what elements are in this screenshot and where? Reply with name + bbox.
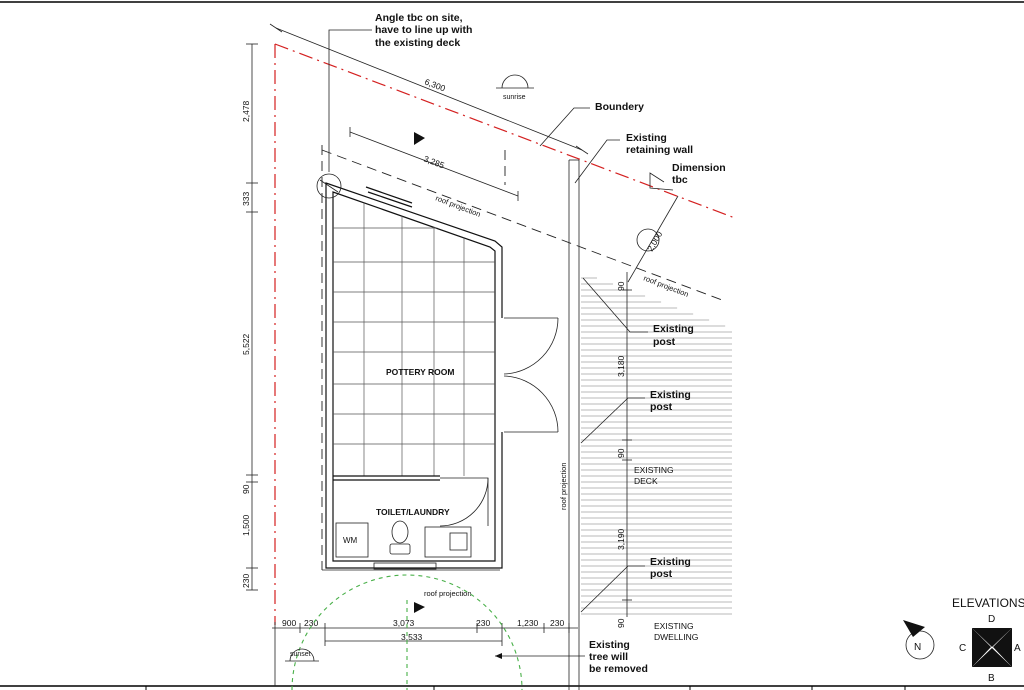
svg-text:230: 230 <box>550 618 564 628</box>
svg-text:tree will: tree will <box>589 651 628 663</box>
svg-text:Existing: Existing <box>650 389 691 401</box>
annotation-leaders <box>328 29 648 659</box>
svg-text:90: 90 <box>241 484 251 494</box>
svg-text:3,180: 3,180 <box>616 355 626 377</box>
svg-text:3,073: 3,073 <box>393 618 415 628</box>
svg-text:90: 90 <box>616 281 626 291</box>
elevations-key: ELEVATIONS D C A B <box>952 596 1024 684</box>
svg-text:Existing: Existing <box>650 556 691 568</box>
svg-text:333: 333 <box>241 192 251 206</box>
dimension-2000: 2,000 <box>627 172 679 283</box>
existing-post-note: Existing post <box>653 323 694 348</box>
doors <box>496 317 559 433</box>
svg-text:post: post <box>650 401 673 413</box>
washing-machine <box>335 522 369 558</box>
svg-text:Angle tbc on site,: Angle tbc on site, <box>375 12 463 24</box>
toilet-icon <box>391 520 409 544</box>
north-arrow-icon: N <box>903 620 935 660</box>
svg-text:B: B <box>988 673 995 684</box>
roof-projection-label: roof projection <box>434 193 482 218</box>
svg-text:Existing: Existing <box>589 639 630 651</box>
svg-text:C: C <box>959 643 966 654</box>
dimension-label: 2,000 <box>645 229 664 253</box>
existing-deck-label: EXISTING <box>634 465 674 475</box>
svg-text:A: A <box>1014 643 1021 654</box>
angle-note: Angle tbc on site, have to line up with … <box>375 12 472 49</box>
toilet-laundry-room: WM TOILET/LAUNDRY <box>333 475 489 558</box>
tree-removal-note: Existing tree will be removed <box>589 639 648 675</box>
svg-text:5,522: 5,522 <box>241 333 251 355</box>
section-marker <box>414 132 425 145</box>
elevations-title: ELEVATIONS <box>952 596 1024 610</box>
svg-text:sunset: sunset <box>290 651 311 658</box>
sunrise-symbol: sunrise <box>496 74 534 101</box>
existing-post-note: Existing post <box>650 556 691 580</box>
dimension-tbc-note: Dimension tbc <box>672 162 726 186</box>
section-marker <box>414 602 425 613</box>
sunset-symbol: sunset <box>285 648 319 662</box>
dimension-label: 3,285 <box>422 154 446 171</box>
left-dimension-chain: 2,478 333 5,522 90 1,500 230 <box>241 43 258 591</box>
floor-tiles <box>333 202 495 476</box>
retaining-wall-note: Existing retaining wall <box>626 132 693 156</box>
svg-text:the existing deck: the existing deck <box>375 37 460 49</box>
pottery-room-label: POTTERY ROOM <box>386 367 454 377</box>
svg-text:be removed: be removed <box>589 663 648 675</box>
svg-text:3,533: 3,533 <box>401 632 423 642</box>
existing-deck-label: DECK <box>634 476 658 486</box>
corner-detail-circle <box>316 173 342 199</box>
svg-text:post: post <box>650 568 673 580</box>
svg-text:tbc: tbc <box>672 174 688 186</box>
roof-projection-label: roof projection <box>424 589 472 598</box>
roof-projection-label: roof projection <box>642 273 690 298</box>
svg-text:230: 230 <box>241 574 251 588</box>
svg-text:2,478: 2,478 <box>241 100 251 122</box>
retaining-wall: roof projection <box>559 159 580 690</box>
svg-text:230: 230 <box>476 618 490 628</box>
svg-text:Dimension: Dimension <box>672 162 726 174</box>
svg-text:900: 900 <box>282 618 296 628</box>
svg-text:230: 230 <box>304 618 318 628</box>
svg-text:N: N <box>914 642 921 653</box>
roof-projection-bottom: roof projection <box>424 589 472 598</box>
sunrise-label: sunrise <box>503 94 526 101</box>
svg-text:Existing: Existing <box>626 132 667 144</box>
svg-text:1,230: 1,230 <box>517 618 539 628</box>
existing-post-note: Existing post <box>650 389 691 413</box>
svg-text:have to line up with: have to line up with <box>375 24 472 36</box>
toilet-laundry-label: TOILET/LAUNDRY <box>376 507 450 517</box>
boundery-label: Boundery <box>595 101 644 113</box>
existing-tree <box>291 574 523 690</box>
existing-dwelling-label: DWELLING <box>654 632 698 642</box>
svg-text:retaining wall: retaining wall <box>626 144 693 156</box>
basin-icon <box>424 526 472 558</box>
roof-projection-label: roof projection <box>559 462 568 510</box>
wm-label: WM <box>343 536 358 545</box>
svg-text:1,500: 1,500 <box>241 514 251 536</box>
deck-dimensions: 90 3,180 90 3,190 90 <box>616 272 632 628</box>
svg-text:post: post <box>653 336 676 348</box>
svg-text:90: 90 <box>616 448 626 458</box>
svg-text:D: D <box>988 614 995 625</box>
svg-text:3,190: 3,190 <box>616 528 626 550</box>
existing-deck <box>581 277 732 615</box>
svg-text:90: 90 <box>616 618 626 628</box>
bottom-dimension-chain: 900 230 3,073 230 1,230 230 3,533 <box>272 618 578 686</box>
existing-dwelling-label: EXISTING <box>654 621 694 631</box>
title-block-edge <box>0 685 1024 690</box>
svg-text:Existing: Existing <box>653 323 694 335</box>
